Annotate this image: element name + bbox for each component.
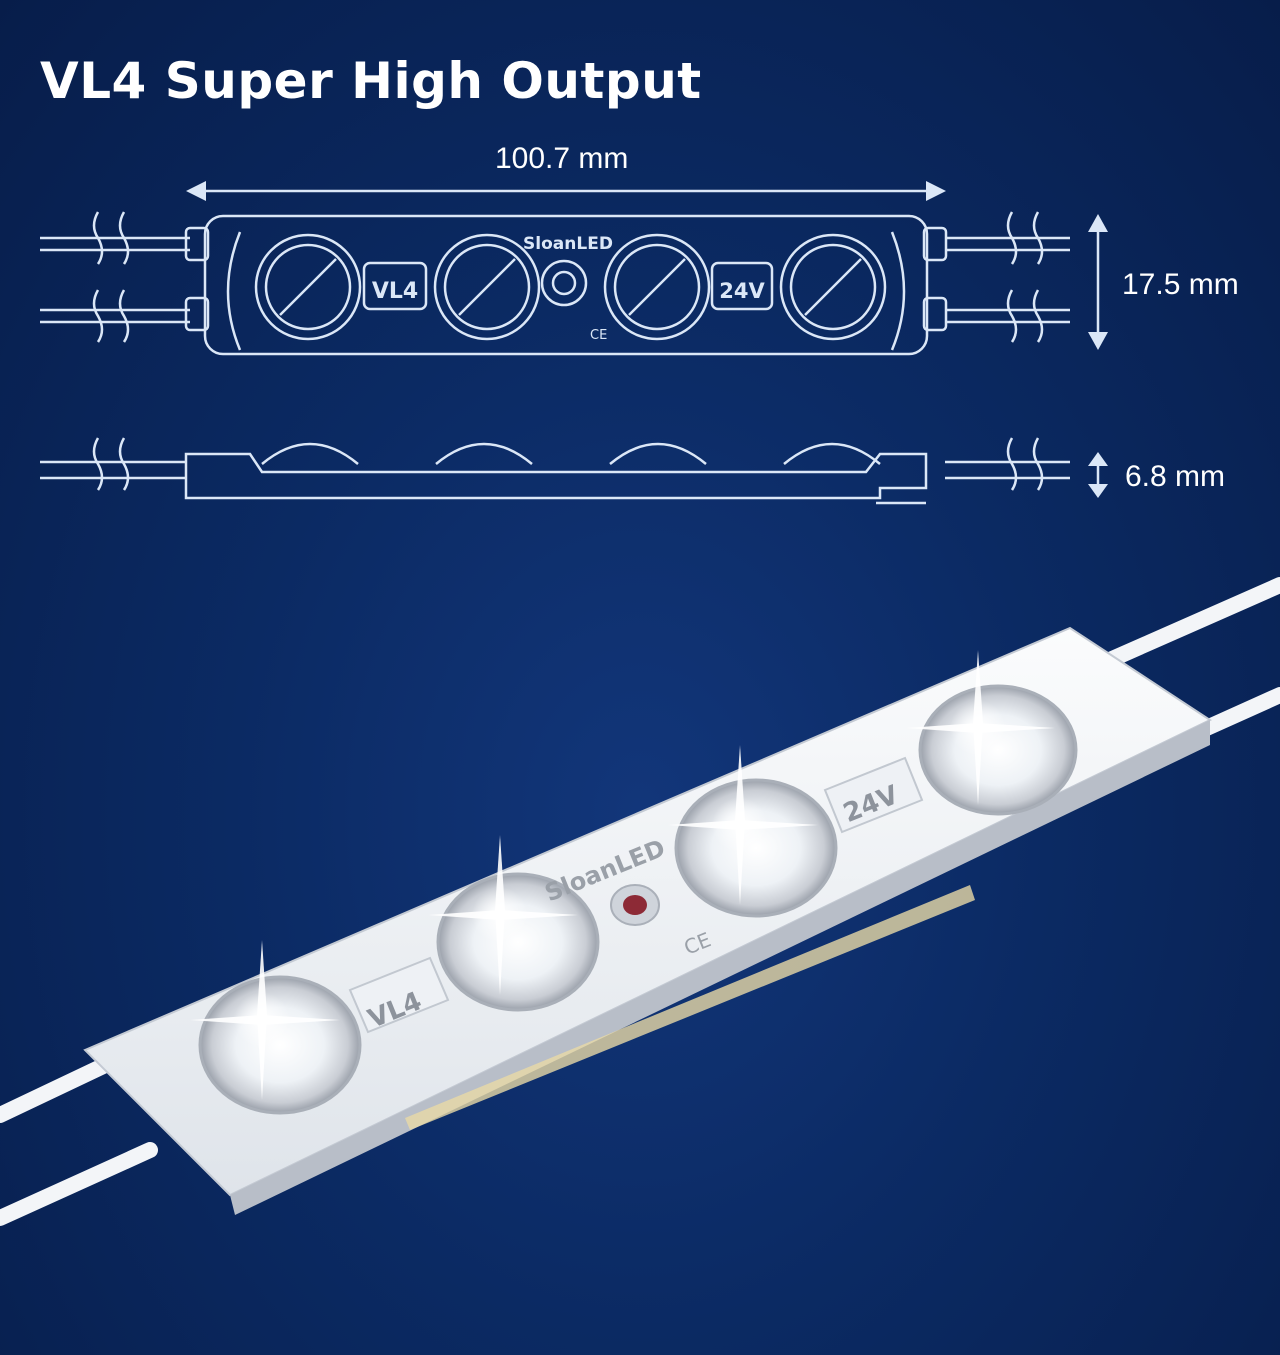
- top-view-drawing: [40, 181, 1108, 356]
- wire-left-bottom: [0, 1142, 158, 1226]
- lens-1: [198, 975, 362, 1115]
- length-dimension-label: 100.7 mm: [495, 142, 629, 175]
- render-voltage-plate: [823, 756, 924, 834]
- arrow-up-icon: [1088, 214, 1108, 232]
- top-view-lens-1: [254, 233, 362, 341]
- side-view-body: [184, 452, 928, 500]
- side-view-drawing: [40, 437, 1108, 505]
- top-view-lens-4: [779, 233, 887, 341]
- sparkle-icon: [190, 650, 1055, 1100]
- top-view-wires-right: [945, 211, 1070, 343]
- page-title: VL4 Super High Output: [40, 52, 702, 110]
- top-view-lens-3: [603, 233, 711, 341]
- top-view-brand-text: SloanLED: [523, 234, 613, 254]
- height-dimension-label: 6.8 mm: [1125, 460, 1226, 493]
- arrow-down-icon: [1088, 332, 1108, 350]
- module-render: [0, 577, 1280, 1226]
- lens-4: [918, 684, 1078, 816]
- wire-left-top: [0, 1050, 128, 1123]
- render-model-plate: [348, 956, 450, 1034]
- top-view-model-plate: [362, 261, 428, 311]
- top-view-body: [203, 214, 929, 356]
- top-view-voltage-plate: [710, 261, 774, 311]
- lens-3: [674, 778, 838, 918]
- arrow-left-icon: [186, 181, 206, 201]
- arrow-up-small-icon: [1088, 452, 1108, 466]
- top-view-voltage-text: 24V: [719, 279, 765, 303]
- wire-right-top: [1102, 577, 1280, 668]
- top-view-wires-left: [40, 211, 190, 343]
- width-dimension-label: 17.5 mm: [1122, 268, 1239, 301]
- arrow-down-small-icon: [1088, 484, 1108, 498]
- top-view-lens-2: [433, 233, 541, 341]
- top-view-model-text: VL4: [372, 279, 418, 304]
- top-view-ce-mark: CE: [590, 328, 607, 343]
- arrow-right-icon: [926, 181, 946, 201]
- mounting-hole-icon: [540, 259, 588, 307]
